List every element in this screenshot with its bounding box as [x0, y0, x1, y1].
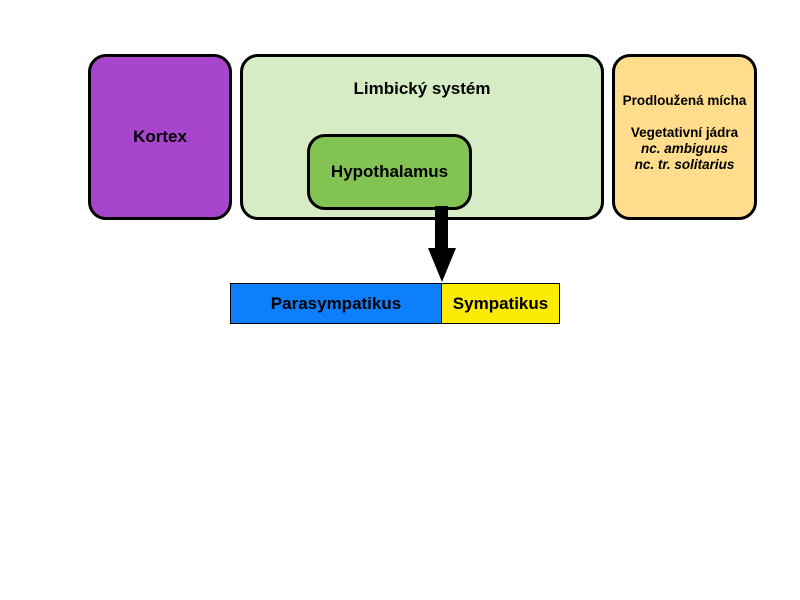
- nucleus-ambiguus: nc. ambiguus: [640, 141, 728, 156]
- kortex-box: Kortex: [88, 54, 232, 220]
- limbic-system-title: Limbický systém: [353, 79, 491, 98]
- kortex-label: Kortex: [133, 127, 187, 146]
- medulla-nuclei: Vegetativní jádra nc. ambiguus nc. tr. s…: [615, 125, 754, 173]
- down-arrow: [428, 206, 456, 282]
- parasympathetic-label: Parasympatikus: [270, 293, 402, 313]
- arrow-shaft: [435, 206, 448, 250]
- hypothalamus-box: Hypothalamus: [307, 134, 472, 210]
- sympathetic-bar: Sympatikus: [442, 283, 560, 324]
- medulla-box: Prodloužená mícha Vegetativní jádra nc. …: [612, 54, 757, 220]
- sympathetic-label: Sympatikus: [452, 293, 549, 313]
- nucleus-solitarius: nc. tr. solitarius: [634, 157, 735, 172]
- arrow-head: [428, 248, 456, 282]
- medulla-title: Prodloužená mícha: [622, 93, 747, 108]
- parasympathetic-bar: Parasympatikus: [230, 283, 442, 324]
- medulla-subtitle: Vegetativní jádra: [630, 125, 739, 140]
- hypothalamus-label: Hypothalamus: [330, 162, 449, 181]
